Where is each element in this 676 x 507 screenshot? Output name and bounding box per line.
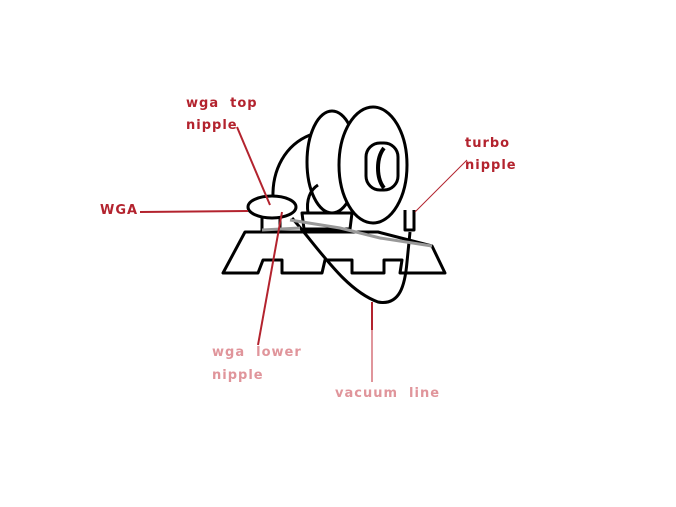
vacuum-loop [290, 217, 412, 304]
label-vacuum-line: vacuum line [335, 386, 441, 401]
label-wga-top-nipple-2: nipple [186, 118, 238, 133]
wga-top-nipple-leader [236, 126, 271, 206]
label-turbo-nipple-1: turbo [465, 136, 511, 151]
turbo-nipple-leader [414, 159, 468, 213]
wastegate-actuator [246, 194, 298, 220]
label-turbo-nipple-2: nipple [465, 158, 517, 173]
turbine-housing [337, 105, 409, 225]
outlet [364, 141, 400, 192]
vacuum-hose [289, 218, 433, 248]
label-wga-lower-nipple-2: nipple [212, 368, 264, 383]
turbo-nipple-fitting [403, 210, 416, 232]
base-bracket [221, 230, 447, 275]
wga-lower-nipple-leader [257, 211, 283, 346]
turbo-housing-curve [271, 133, 311, 199]
label-wga: WGA [100, 203, 139, 218]
label-wga-lower-nipple-1: wga lower [212, 345, 302, 360]
wga-leader [139, 210, 249, 213]
label-wga-top-nipple-1: wga top [186, 96, 258, 111]
